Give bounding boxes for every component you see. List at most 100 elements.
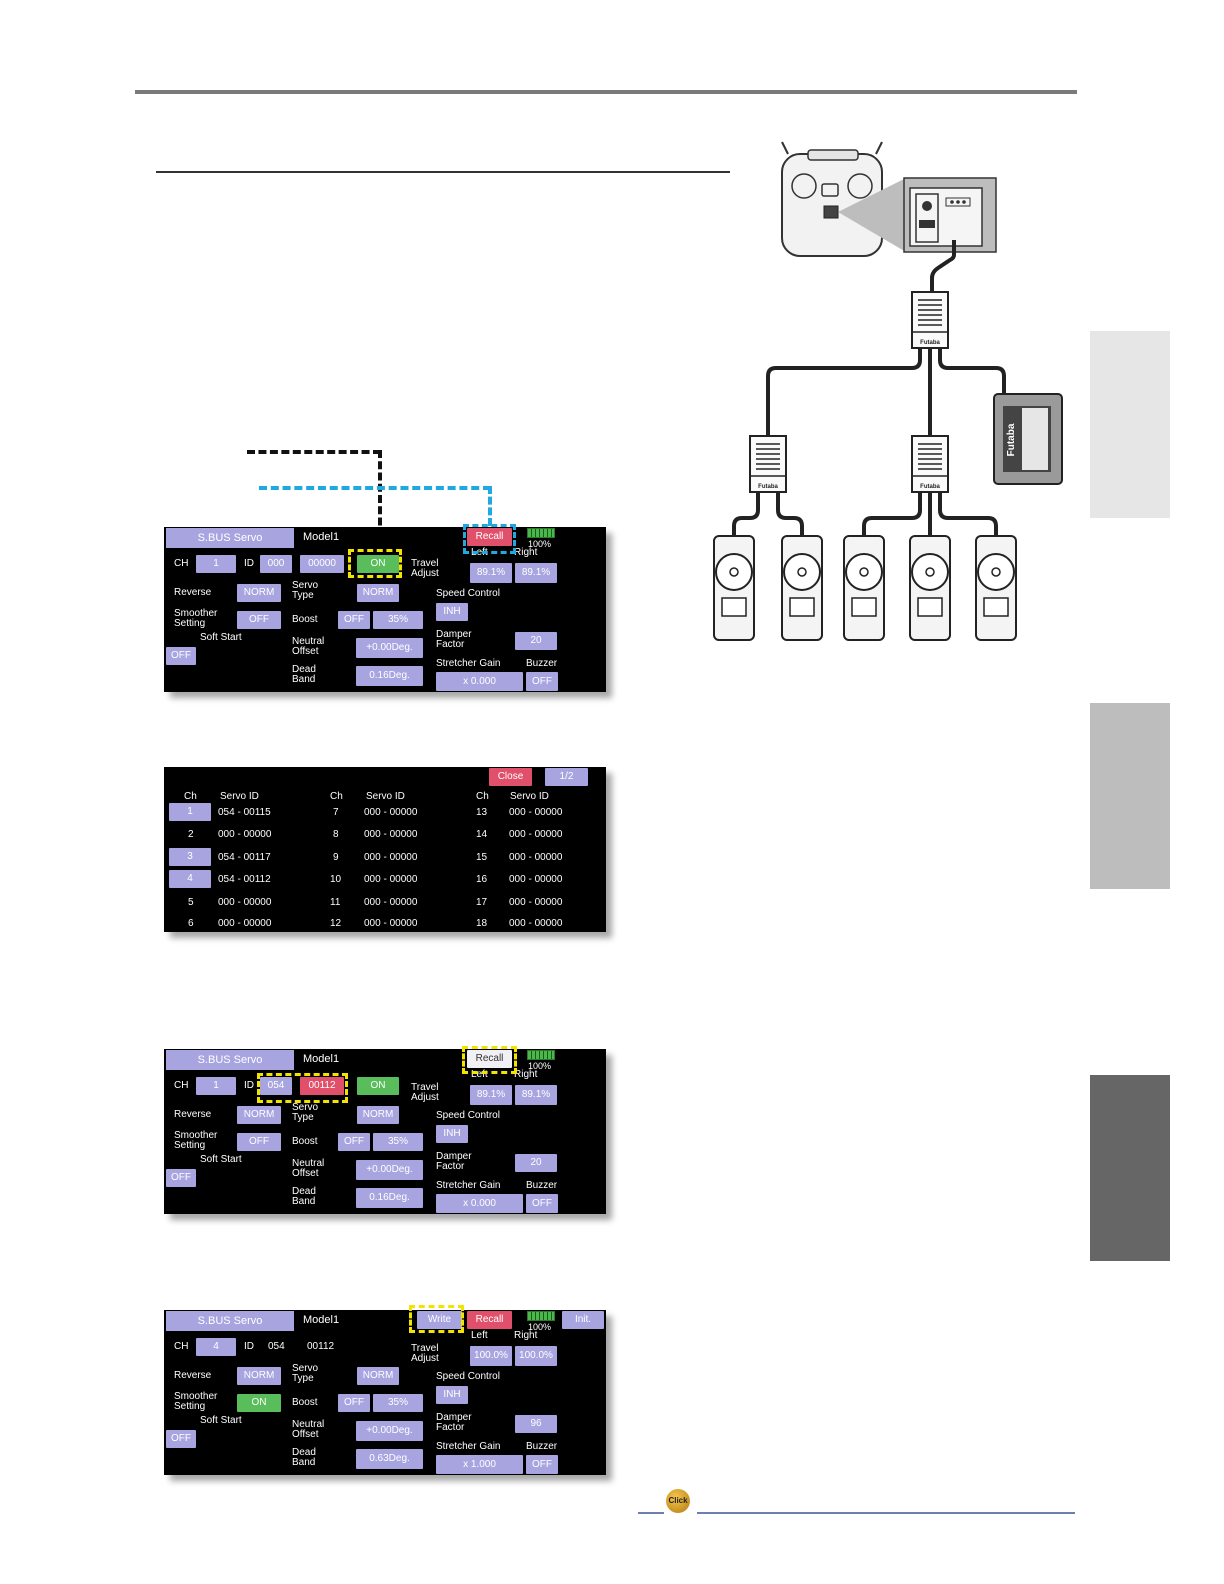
stretcher-gain-field[interactable]: x 1.000 bbox=[436, 1455, 523, 1474]
soft-start-button[interactable]: OFF bbox=[166, 647, 196, 665]
recall-button[interactable]: Recall bbox=[467, 1050, 512, 1068]
ch-cell: 11 bbox=[330, 897, 341, 908]
smoother-button[interactable]: ON bbox=[237, 1394, 281, 1412]
write-button[interactable]: Write bbox=[417, 1311, 462, 1329]
travel-adjust-label: Travel Adjust bbox=[411, 1082, 439, 1103]
on-button[interactable]: ON bbox=[357, 555, 399, 573]
recall-button[interactable]: Recall bbox=[467, 528, 512, 546]
id-prefix-field[interactable]: 000 bbox=[260, 555, 292, 573]
page-indicator-button[interactable]: 1/2 bbox=[545, 768, 588, 786]
battery-level: 100% bbox=[528, 1322, 552, 1332]
servo-type-button[interactable]: NORM bbox=[357, 1106, 399, 1124]
init-button[interactable]: Init. bbox=[562, 1311, 604, 1329]
battery-icon bbox=[527, 1311, 555, 1321]
side-tab-2[interactable] bbox=[1090, 703, 1170, 889]
ch-cell: 10 bbox=[330, 874, 342, 885]
speed-control-button[interactable]: INH bbox=[436, 1386, 468, 1404]
boost-button[interactable]: OFF bbox=[338, 1133, 370, 1151]
servo-id-cell: 000 - 00000 bbox=[509, 874, 563, 885]
dead-band-label: Dead Band bbox=[292, 1186, 316, 1207]
soft-start-button[interactable]: OFF bbox=[166, 1430, 196, 1448]
stretcher-gain-field[interactable]: x 0.000 bbox=[436, 1194, 523, 1213]
buzzer-button[interactable]: OFF bbox=[526, 1455, 558, 1474]
reverse-button[interactable]: NORM bbox=[237, 584, 281, 602]
servo-id-cell: 000 - 00000 bbox=[364, 918, 418, 929]
ch-cell: 15 bbox=[476, 852, 488, 863]
right-label: Right bbox=[514, 1330, 538, 1341]
id-number-field[interactable]: 00112 bbox=[300, 1077, 344, 1095]
sbus-hub-right: Futaba bbox=[911, 435, 949, 493]
smoother-label: Smoother Setting bbox=[174, 1391, 218, 1412]
right-label: Right bbox=[514, 547, 538, 558]
ch-3-button[interactable]: 3 bbox=[169, 848, 211, 866]
servo-id-cell: 000 - 00000 bbox=[509, 918, 563, 929]
smoother-button[interactable]: OFF bbox=[237, 611, 281, 629]
transmitter-illustration bbox=[781, 141, 997, 257]
servo-type-label: Servo Type bbox=[292, 1363, 319, 1384]
reverse-button[interactable]: NORM bbox=[237, 1106, 281, 1124]
servo-id-cell: 054 - 00117 bbox=[218, 852, 271, 863]
boost-button[interactable]: OFF bbox=[338, 611, 370, 629]
speed-control-label: Speed Control bbox=[436, 588, 500, 599]
speed-control-button[interactable]: INH bbox=[436, 603, 468, 621]
ch-1-button[interactable]: 1 bbox=[169, 803, 211, 821]
travel-adjust-label: Travel Adjust bbox=[411, 1343, 439, 1364]
neutral-offset-field[interactable]: +0.00Deg. bbox=[356, 1160, 423, 1180]
id-label: ID bbox=[244, 1341, 254, 1352]
servo-icon bbox=[909, 535, 951, 641]
smoother-button[interactable]: OFF bbox=[237, 1133, 281, 1151]
travel-right-field[interactable]: 89.1% bbox=[515, 563, 557, 583]
id-number-field[interactable]: 00000 bbox=[300, 555, 344, 573]
neutral-offset-field[interactable]: +0.00Deg. bbox=[356, 638, 423, 658]
buzzer-button[interactable]: OFF bbox=[526, 672, 558, 691]
side-tab-1[interactable] bbox=[1090, 331, 1170, 518]
sbus-servo-screen-1: S.BUS Servo Model1 Recall 100% CH 1 ID 0… bbox=[164, 527, 606, 692]
travel-right-field[interactable]: 100.0% bbox=[515, 1346, 557, 1366]
boost-percent-field[interactable]: 35% bbox=[373, 611, 423, 629]
ch-4-button[interactable]: 4 bbox=[169, 870, 211, 888]
id-prefix-field[interactable]: 054 bbox=[260, 1077, 292, 1095]
travel-left-field[interactable]: 100.0% bbox=[470, 1346, 512, 1366]
recall-button[interactable]: Recall bbox=[467, 1311, 512, 1329]
dead-band-field[interactable]: 0.16Deg. bbox=[356, 1188, 423, 1208]
travel-adjust-label: Travel Adjust bbox=[411, 558, 439, 579]
travel-left-field[interactable]: 89.1% bbox=[470, 563, 512, 583]
ch-cell: 2 bbox=[188, 829, 194, 840]
travel-left-field[interactable]: 89.1% bbox=[470, 1085, 512, 1105]
ch-cell: 18 bbox=[476, 918, 488, 929]
dead-band-field[interactable]: 0.16Deg. bbox=[356, 666, 423, 686]
speed-control-button[interactable]: INH bbox=[436, 1125, 468, 1143]
neutral-offset-label: Neutral Offset bbox=[292, 636, 325, 657]
damper-factor-field[interactable]: 96 bbox=[515, 1415, 557, 1433]
neutral-offset-label: Neutral Offset bbox=[292, 1419, 325, 1440]
servo-type-button[interactable]: NORM bbox=[357, 584, 399, 602]
on-button[interactable]: ON bbox=[357, 1077, 399, 1095]
boost-percent-field[interactable]: 35% bbox=[373, 1133, 423, 1151]
stretcher-gain-field[interactable]: x 0.000 bbox=[436, 672, 523, 691]
side-tab-3[interactable] bbox=[1090, 1075, 1170, 1261]
travel-right-field[interactable]: 89.1% bbox=[515, 1085, 557, 1105]
ch-select-button[interactable]: 4 bbox=[196, 1338, 236, 1356]
ch-select-button[interactable]: 1 bbox=[196, 555, 236, 573]
boost-percent-field[interactable]: 35% bbox=[373, 1394, 423, 1412]
neutral-offset-field[interactable]: +0.00Deg. bbox=[356, 1421, 423, 1441]
left-label: Left bbox=[471, 1069, 488, 1080]
buzzer-button[interactable]: OFF bbox=[526, 1194, 558, 1213]
col-ch-3: Ch bbox=[476, 791, 489, 802]
damper-factor-field[interactable]: 20 bbox=[515, 632, 557, 650]
dead-band-field[interactable]: 0.63Deg. bbox=[356, 1449, 423, 1469]
boost-label: Boost bbox=[292, 1397, 318, 1408]
callout-line-black bbox=[247, 450, 381, 454]
ch-select-button[interactable]: 1 bbox=[196, 1077, 236, 1095]
smoother-label: Smoother Setting bbox=[174, 608, 218, 629]
damper-factor-field[interactable]: 20 bbox=[515, 1154, 557, 1172]
battery-icon bbox=[527, 1050, 555, 1060]
sbus-hub-left: Futaba bbox=[749, 435, 787, 493]
receiver-brand-label: Futaba bbox=[1006, 423, 1017, 456]
soft-start-button[interactable]: OFF bbox=[166, 1169, 196, 1187]
click-icon[interactable]: Click bbox=[666, 1489, 690, 1513]
boost-button[interactable]: OFF bbox=[338, 1394, 370, 1412]
reverse-button[interactable]: NORM bbox=[237, 1367, 281, 1385]
close-button[interactable]: Close bbox=[489, 768, 532, 786]
servo-type-button[interactable]: NORM bbox=[357, 1367, 399, 1385]
